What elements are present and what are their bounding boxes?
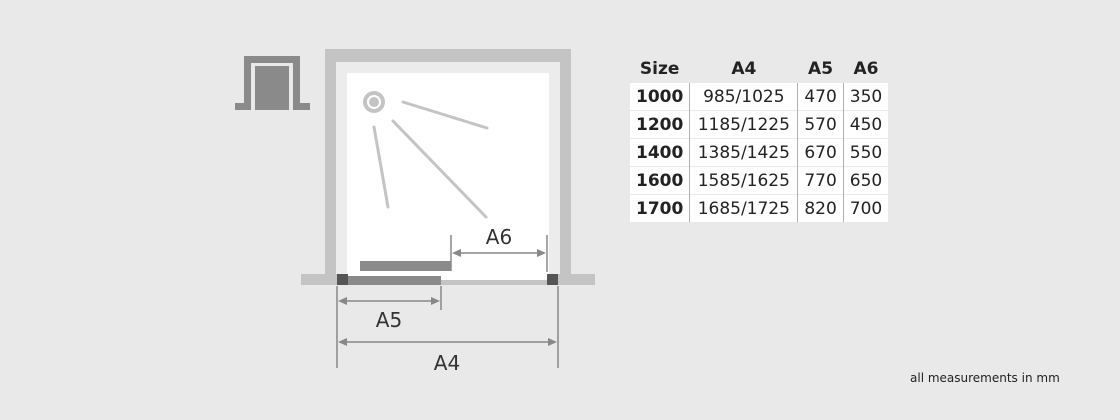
size-cell: 1600 — [630, 166, 690, 195]
dimension-lines — [336, 235, 559, 368]
size-cell: 1700 — [630, 194, 690, 222]
table-row: 1400 1385/1425 670 550 — [630, 138, 889, 167]
table-row: 1200 1185/1225 570 450 — [630, 110, 889, 139]
a6-cell: 450 — [842, 110, 889, 139]
size-cell: 1000 — [630, 82, 690, 111]
a6-cell: 650 — [842, 166, 889, 195]
measurements-table: Size A4 A5 A6 1000 985/1025 470 350 1200… — [630, 55, 889, 222]
dimension-label-a5: A5 — [376, 308, 402, 332]
a5-cell: 470 — [797, 82, 844, 111]
a4-cell: 1385/1425 — [689, 138, 798, 167]
size-cell: 1400 — [630, 138, 690, 167]
a4-cell: 985/1025 — [689, 82, 798, 111]
a6-cell: 700 — [842, 194, 889, 222]
sliding-door-panels — [337, 261, 558, 285]
a5-cell: 670 — [797, 138, 844, 167]
door-icon — [235, 56, 310, 110]
shower-head-icon — [363, 91, 385, 113]
a4-cell: 1585/1625 — [689, 166, 798, 195]
table-row: 1000 985/1025 470 350 — [630, 82, 889, 111]
a5-cell: 570 — [797, 110, 844, 139]
enclosure-frame — [301, 49, 595, 285]
a4-cell: 1185/1225 — [689, 110, 798, 139]
dimension-label-a4: A4 — [434, 351, 460, 375]
a6-cell: 350 — [842, 82, 889, 111]
water-spray-lines — [372, 100, 489, 219]
column-header-a5: A5 — [797, 55, 844, 83]
dimension-label-a6: A6 — [486, 225, 512, 249]
table-header-row: Size A4 A5 A6 — [630, 55, 889, 83]
column-header-a6: A6 — [842, 55, 889, 83]
table-row: 1700 1685/1725 820 700 — [630, 194, 889, 222]
table-row: 1600 1585/1625 770 650 — [630, 166, 889, 195]
shower-enclosure-diagram: A6 A5 A4 — [235, 49, 595, 375]
column-header-a4: A4 — [689, 55, 798, 83]
a5-cell: 820 — [797, 194, 844, 222]
a6-cell: 550 — [842, 138, 889, 167]
a5-cell: 770 — [797, 166, 844, 195]
size-cell: 1200 — [630, 110, 690, 139]
measurement-unit-note: all measurements in mm — [910, 371, 1060, 385]
a4-cell: 1685/1725 — [689, 194, 798, 222]
column-header-size: Size — [639, 58, 680, 79]
